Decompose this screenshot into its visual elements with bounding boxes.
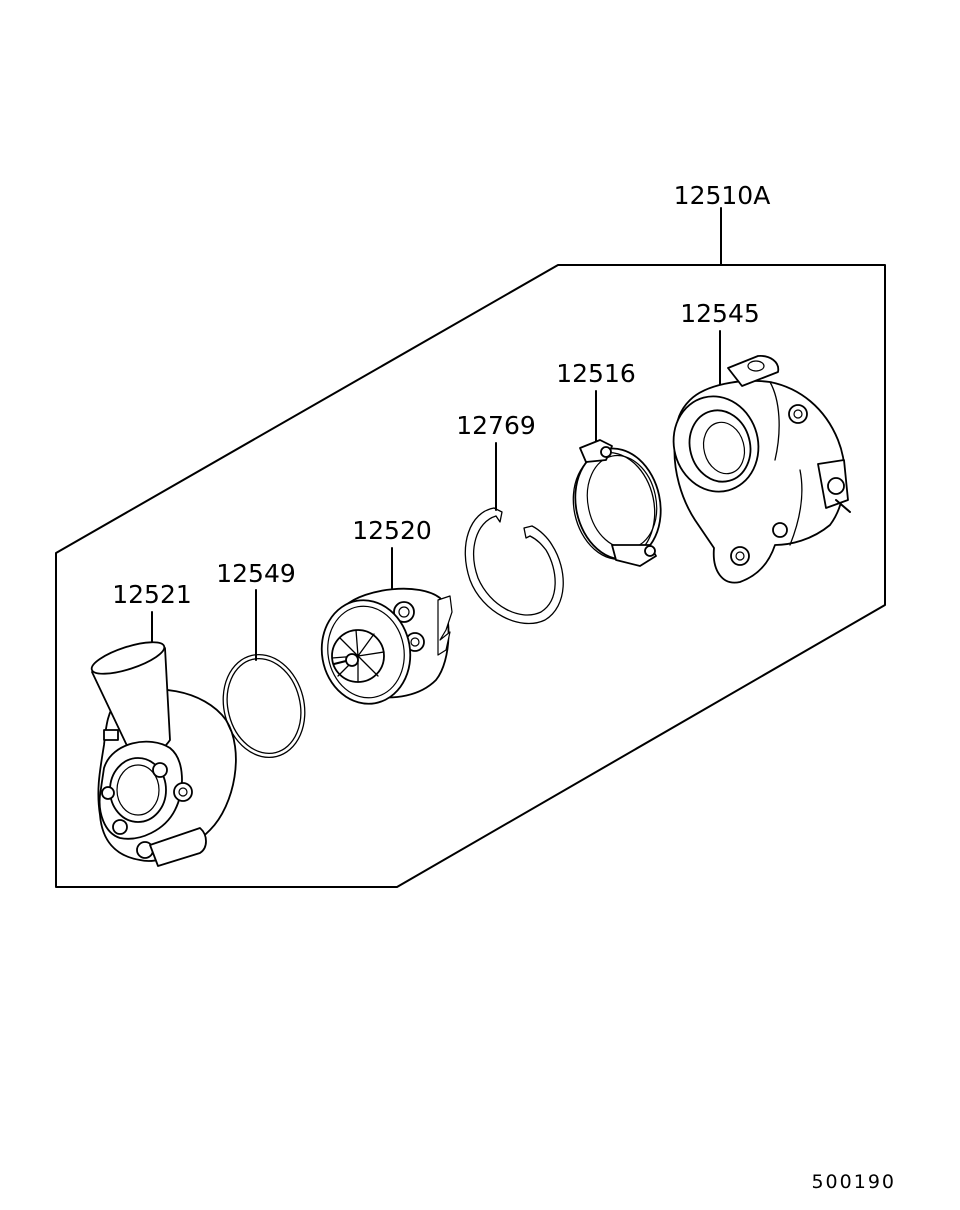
part-turbine-housing: 12545 (672, 299, 851, 584)
part-compressor-housing: 12521 (90, 580, 237, 867)
bolt-hole (152, 762, 168, 778)
snap-ring-inner (473, 515, 556, 616)
part-number-label: 12545 (680, 299, 760, 328)
part-snap-ring: 12769 (456, 411, 564, 625)
assembly-outline (55, 264, 886, 888)
bolt-hole-inner (735, 551, 745, 561)
housing-bore-inner (702, 421, 746, 475)
fitting (103, 729, 119, 741)
actuator-rod (835, 499, 851, 513)
part-o-ring: 12549 (216, 559, 306, 759)
shaft-tip (333, 660, 347, 665)
part-v-band-clamp: 12516 (556, 359, 662, 567)
compressor-blades (331, 629, 385, 683)
bolt-hole (101, 786, 115, 800)
snap-ring-eye (493, 507, 503, 523)
part-number-label: 12516 (556, 359, 636, 388)
outlet-boss (149, 827, 207, 867)
snap-ring-outer (464, 507, 564, 625)
o-ring-outer (222, 653, 306, 759)
part-number-label: 12521 (112, 580, 192, 609)
part-number-label: 12520 (352, 516, 432, 545)
part-number-label: 12769 (456, 411, 536, 440)
bolt-hole (772, 522, 788, 538)
oil-port-inner (398, 606, 410, 618)
bolt-hole-inner (793, 409, 803, 419)
part-turbo-cartridge: 12520 (320, 516, 453, 705)
reference-code: 500190 (811, 1171, 896, 1193)
bolt-hole (112, 819, 128, 835)
wheel-nut (345, 653, 359, 667)
clamp-pin (644, 545, 656, 557)
snap-ring-eye (523, 525, 533, 539)
top-flange-hole (747, 360, 765, 372)
assembly-part-number: 12510A (674, 181, 771, 210)
actuator-port (827, 477, 845, 495)
clamp-pin (600, 446, 612, 458)
casting-detail (769, 381, 803, 546)
bolt-hole-inner (178, 787, 188, 797)
oil-port-inner (410, 637, 420, 647)
inlet-opening (90, 641, 166, 675)
turbine-wheel (437, 595, 453, 656)
o-ring-inner (226, 657, 302, 755)
flange-bore-inner (116, 764, 160, 816)
part-number-label: 12549 (216, 559, 296, 588)
